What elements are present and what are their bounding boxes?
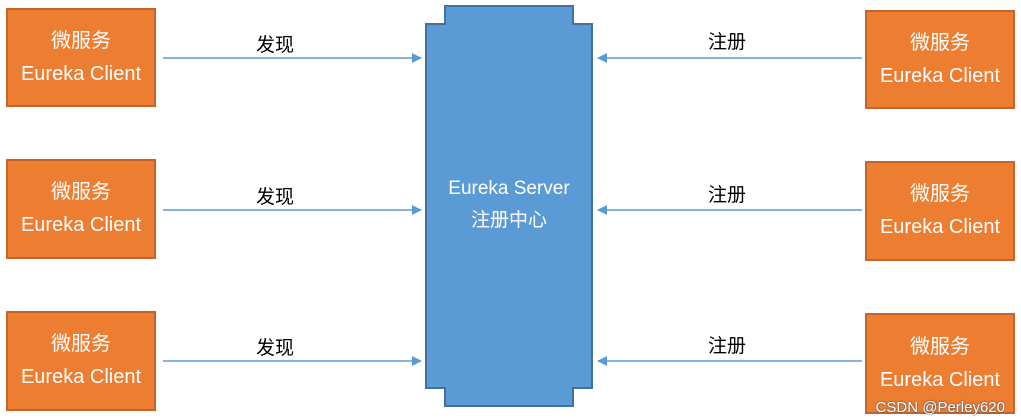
register-label-2: 注册	[708, 184, 747, 206]
client-line1: 微服务	[910, 31, 970, 54]
client-line2: Eureka Client	[20, 62, 142, 85]
client-line2: Eureka Client	[20, 214, 142, 236]
client-line2: Eureka Client	[879, 64, 1001, 87]
client-line1: 微服务	[910, 183, 970, 205]
right-client-node-2: 微服务 Eureka Client	[865, 161, 1015, 261]
right-client-node-3: 微服务 Eureka Client	[865, 313, 1015, 414]
server-subtitle: 注册中心	[470, 210, 547, 231]
watermark: CSDN @Perley620	[875, 399, 1005, 416]
left-client-node-1: 微服务 Eureka Client	[6, 8, 156, 107]
discover-label-2: 发现	[256, 186, 295, 208]
client-line2: Eureka Client	[879, 368, 1001, 391]
discover-label-1: 发现	[256, 34, 295, 56]
discover-label-3: 发现	[256, 337, 295, 359]
client-line1: 微服务	[51, 29, 111, 52]
eureka-server-label: Eureka Server 注册中心	[425, 173, 593, 237]
right-client-node-1: 微服务 Eureka Client	[865, 10, 1015, 109]
client-line1: 微服务	[51, 181, 111, 203]
register-label-1: 注册	[708, 31, 747, 53]
server-title: Eureka Server	[448, 178, 570, 199]
client-line1: 微服务	[51, 333, 111, 355]
eureka-server-node	[425, 5, 593, 407]
client-line2: Eureka Client	[20, 366, 142, 388]
client-line1: 微服务	[910, 335, 970, 358]
left-client-node-3: 微服务 Eureka Client	[6, 311, 156, 411]
register-label-3: 注册	[708, 335, 747, 357]
client-line2: Eureka Client	[879, 216, 1001, 238]
left-client-node-2: 微服务 Eureka Client	[6, 159, 156, 259]
